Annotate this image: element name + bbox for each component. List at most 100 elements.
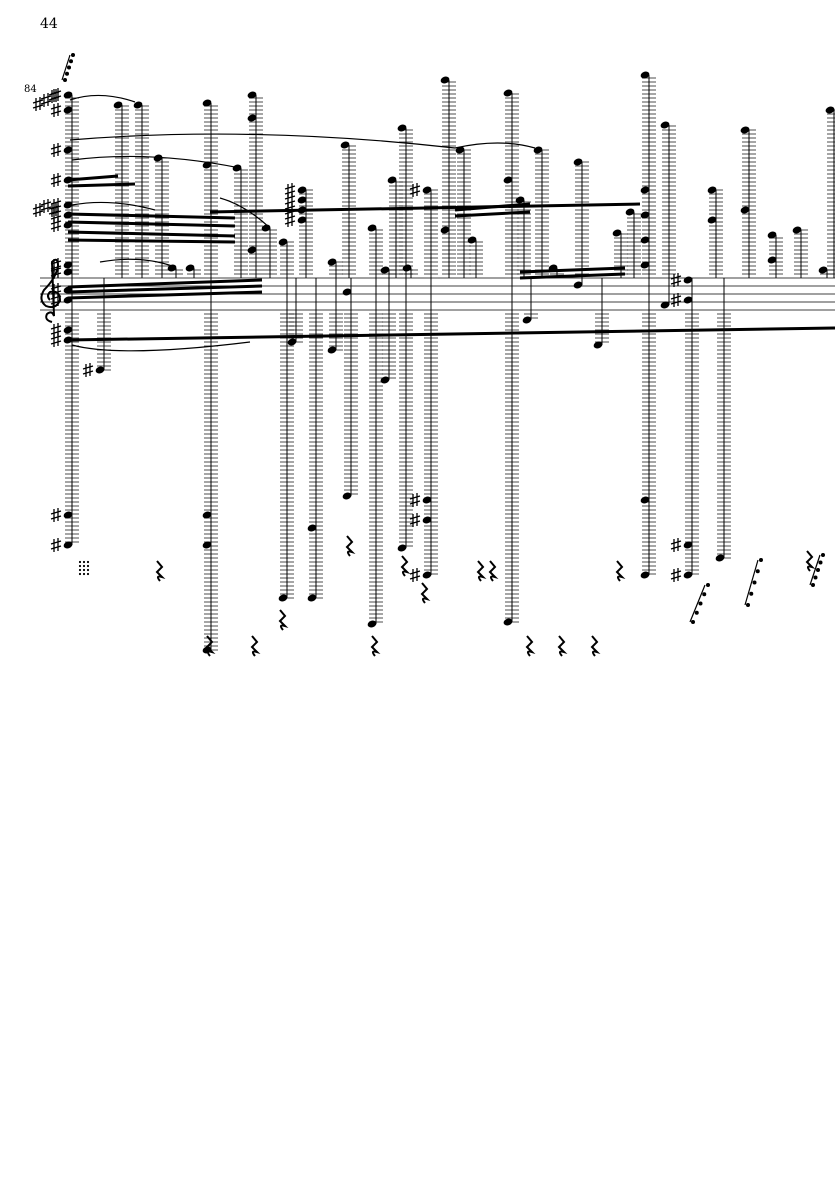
notehead [113,101,123,109]
sharp-icon [50,293,62,307]
notehead [683,296,693,304]
sharp-icon [409,568,421,582]
notehead [533,146,543,154]
slur [71,201,156,211]
grace-notehead [71,53,75,57]
notehead [202,99,212,107]
sharp-icon [50,103,62,117]
sharp-icon [284,203,296,217]
quarter-rest-icon [557,635,568,657]
notehead [297,186,307,194]
notehead [278,594,288,602]
notehead [63,268,73,276]
notehead [185,264,195,272]
notehead [287,338,297,346]
notehead [342,288,352,296]
sharp-icon [50,508,62,522]
beam [67,220,236,228]
grace-notehead [749,591,754,596]
notehead [440,226,450,234]
notehead [422,516,432,524]
grace-notehead [816,568,820,572]
beam [67,278,263,289]
notehead [402,264,412,272]
notehead [397,124,407,132]
sharp-icon [670,568,682,582]
quarter-rest-icon [488,560,499,582]
notehead [640,186,650,194]
quarter-rest-icon [250,635,261,657]
notehead [715,554,725,562]
notehead [63,91,73,99]
dot [78,572,82,576]
notehead [593,341,603,349]
measure-number: 84 [24,84,37,95]
notehead [640,496,650,504]
quarter-rest-icon [525,635,536,657]
slur [454,142,536,149]
dot [82,568,86,572]
notehead [380,266,390,274]
sharp-icon [50,333,62,347]
notehead [380,376,390,384]
notehead [63,286,73,294]
dot [78,560,82,564]
quarter-rest-icon [370,635,381,657]
dot [82,560,86,564]
notehead [340,141,350,149]
dot [86,564,90,568]
beam [67,182,136,188]
grace-notehead [706,583,710,587]
quarter-rest-icon [278,609,289,631]
sharp-icon [50,88,62,102]
rests [61,53,825,657]
notehead [367,620,377,628]
notehead [133,101,143,109]
sharp-icon [670,293,682,307]
notehead [63,336,73,344]
notehead [767,256,777,264]
grace-notehead [702,592,707,597]
slur [99,258,173,267]
quarter-rest-icon [476,560,487,582]
sharp-icon [50,218,62,232]
grace-notehead [811,583,815,587]
notehead [247,114,257,122]
beam [67,326,835,342]
notehead [153,154,163,162]
dot [78,568,82,572]
notehead [792,226,802,234]
dot [86,572,90,576]
quarter-rest-icon [400,555,411,577]
beam [67,230,236,238]
sharp-icon [50,208,62,222]
notehead [278,238,288,246]
sharp-icon [50,323,62,337]
notehead [202,541,212,549]
notehead [422,496,432,504]
grace-notehead [69,59,73,64]
grace-notehead [698,601,703,606]
notehead [440,76,450,84]
notehead [503,89,513,97]
grace-notehead [821,553,825,557]
notehead [522,316,532,324]
quarter-rest-icon [345,535,356,557]
notehead [503,618,513,626]
notehead [767,231,777,239]
notehead [640,571,650,579]
sharp-icon [284,183,296,197]
sharp-icon [670,538,682,552]
notehead [707,186,717,194]
sharp-icon [50,143,62,157]
notehead [625,208,635,216]
notehead [503,176,513,184]
grace-note-stem [744,559,759,606]
notehead [63,326,73,334]
notehead [232,164,242,172]
notehead [297,216,307,224]
sharp-icon [48,89,60,103]
beam [209,202,641,214]
notehead [63,201,73,209]
